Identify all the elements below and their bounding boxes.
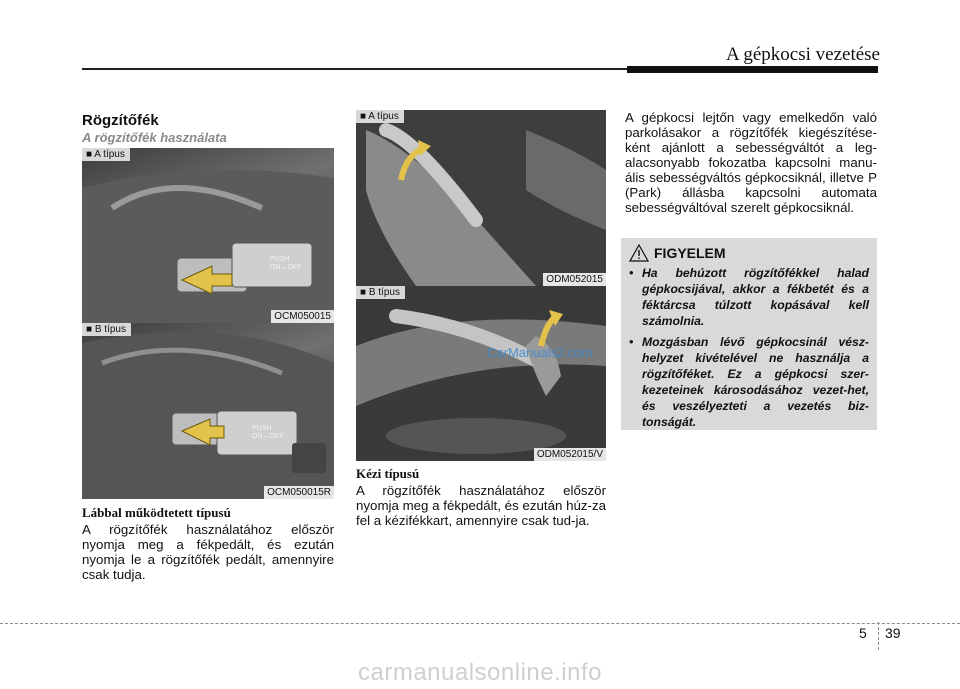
figure-foot-a: PUSH ON↔OFF ■ A típus OCM050015 <box>82 148 334 323</box>
warning-triangle-icon <box>629 244 649 262</box>
header-title: A gépkocsi vezetése <box>725 44 880 65</box>
warning-item: • Ha behúzott rögzítőfékkel halad gépkoc… <box>629 266 869 328</box>
figure-foot-a-button-label: PUSH ON↔OFF <box>270 256 302 271</box>
foot-type-text: A rögzítőfék használatához először nyomj… <box>82 522 334 582</box>
figure-tag: ■ A típus <box>356 110 404 123</box>
foot-type-heading: Lábbal működtetett típusú <box>82 505 231 520</box>
foot-brake-illustration-b <box>82 331 334 499</box>
warning-item: • Mozgásban lévő gépkocsinál vész-helyze… <box>629 335 869 429</box>
header-rule <box>82 68 878 70</box>
hand-brake-illustration-b <box>356 286 606 461</box>
figure-foot-b-button-label: PUSH ON↔OFF <box>252 425 284 440</box>
warning-box: FIGYELEM • Ha behúzott rögzítőfékkel hal… <box>621 238 877 430</box>
figure-tag: ■ B típus <box>356 286 405 299</box>
section-subtitle: A rögzítőfék használata <box>82 130 227 145</box>
warning-title: FIGYELEM <box>654 245 726 261</box>
page-divider <box>878 622 879 650</box>
footer-rule <box>0 623 960 624</box>
figure-tag: ■ B típus <box>82 323 131 336</box>
figure-hand-b: ■ B típus ODM052015/V <box>356 286 606 461</box>
figure-code: ODM052015/V <box>533 448 606 461</box>
parking-advice-text: A gépkocsi lejtőn vagy emelkedőn való pa… <box>625 110 877 215</box>
header-rule-accent <box>627 66 878 73</box>
section-title: Rögzítőfék <box>82 112 159 129</box>
hand-type-heading: Kézi típusú <box>356 466 420 481</box>
warning-item-text: Ha behúzott rögzítőfékkel halad gépkocsi… <box>642 266 869 328</box>
chapter-number: 5 <box>859 625 867 641</box>
figure-tag: ■ A típus <box>82 148 130 161</box>
warning-item-text: Mozgásban lévő gépkocsinál vész-helyzet … <box>642 335 869 429</box>
figure-code: OCM050015 <box>271 310 334 323</box>
page-number: 39 <box>885 625 901 641</box>
hand-brake-illustration-a <box>356 110 606 286</box>
foot-brake-illustration-a <box>82 170 334 323</box>
bottom-watermark: carmanualsonline.info <box>358 659 602 686</box>
figure-code: ODM052015 <box>543 273 606 286</box>
overlay-watermark: CarManuals2.com <box>487 345 593 360</box>
figure-foot-b: PUSH ON↔OFF ■ B típus OCM050015R <box>82 323 334 499</box>
figure-code: OCM050015R <box>264 486 334 499</box>
hand-type-text: A rögzítőfék használatához először nyomj… <box>356 483 606 528</box>
figure-hand-a: ■ A típus ODM052015 <box>356 110 606 286</box>
